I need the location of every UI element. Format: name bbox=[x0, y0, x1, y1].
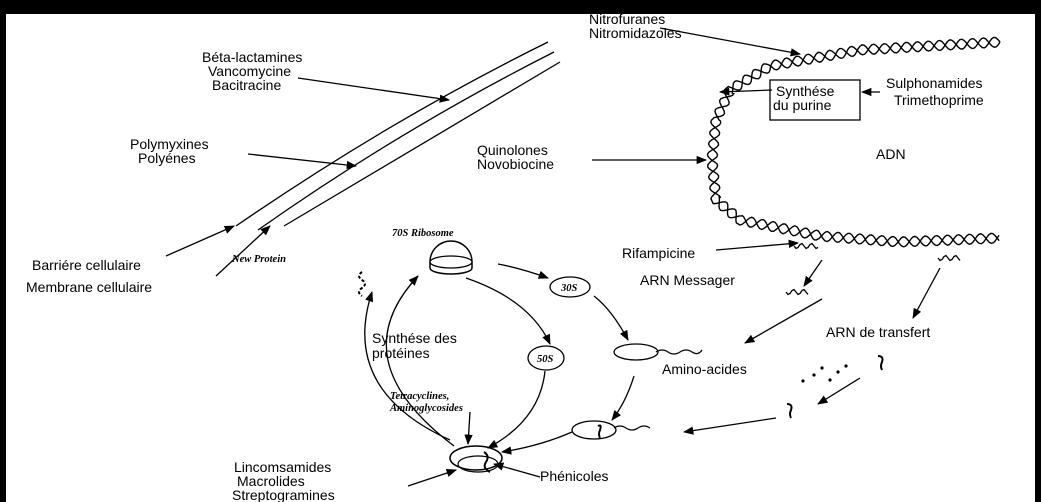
labels: Béta-lactamines Vancomycine Bacitracine … bbox=[26, 11, 984, 502]
label-membrane-cellulaire: Membrane cellulaire bbox=[26, 279, 152, 295]
label-tetracyclines: Tetracyclines, bbox=[390, 391, 449, 402]
amino-acid-dots bbox=[801, 364, 848, 383]
dna-strands bbox=[706, 36, 1001, 248]
dna-strand-2 bbox=[706, 37, 1001, 248]
label-aminoglycosides: Aminoglycosides bbox=[389, 403, 463, 414]
rna-squiggles bbox=[785, 242, 961, 296]
dna-strand-1 bbox=[706, 36, 1001, 248]
label-synthese-purine-1: Synthése bbox=[776, 83, 835, 99]
label-50s: 50S bbox=[537, 354, 554, 365]
label-70s-ribosome: 70S Ribosome bbox=[392, 228, 454, 239]
label-macrolides: Macrolides bbox=[237, 473, 305, 489]
arrows bbox=[165, 27, 941, 487]
label-new-protein: New Protein bbox=[231, 254, 286, 265]
purine-synthesis-box bbox=[769, 79, 861, 121]
rna-squiggle-2 bbox=[937, 254, 961, 262]
label-polymyxines: Polymyxines bbox=[130, 136, 209, 152]
label-nitrofuranes: Nitrofuranes bbox=[589, 11, 665, 27]
label-polyenes: Polyénes bbox=[138, 150, 196, 166]
subunit-50s-shape bbox=[527, 345, 565, 371]
label-nitromidazoles: Nitromidazoles bbox=[589, 25, 682, 41]
label-novobiocine: Novobiocine bbox=[477, 156, 554, 172]
cell-wall-curves bbox=[235, 41, 561, 231]
label-trimethoprime: Trimethoprime bbox=[894, 92, 984, 108]
label-synthese-purine-2: du purine bbox=[773, 97, 832, 113]
label-barriere-cellulaire: Barriére cellulaire bbox=[32, 257, 141, 273]
label-arn-de-transfert: ARN de transfert bbox=[826, 324, 930, 340]
label-synthese-proteines-2: protéines bbox=[372, 345, 430, 361]
label-amino-acides: Amino-acides bbox=[662, 361, 747, 377]
label-synthese-proteines-1: Synthése des bbox=[372, 330, 457, 346]
ribosome-mrna-complex bbox=[613, 343, 703, 361]
new-protein-chain bbox=[358, 271, 366, 297]
rna-squiggle-1 bbox=[793, 242, 819, 250]
label-bacitracine: Bacitracine bbox=[212, 77, 281, 93]
ribosome-70s-shape bbox=[429, 240, 473, 275]
label-sulphonamides: Sulphonamides bbox=[886, 75, 983, 91]
ribosome-bottom-shape bbox=[449, 445, 503, 473]
label-streptogramines: Streptogramines bbox=[232, 487, 335, 502]
ribosome-trna-complex bbox=[571, 420, 651, 440]
label-phenicoles: Phénicoles bbox=[540, 468, 609, 484]
label-quinolones: Quinolones bbox=[477, 142, 548, 158]
label-beta-lactamines: Béta-lactamines bbox=[202, 49, 302, 65]
subunit-30s-shape bbox=[549, 276, 591, 298]
label-rifampicine: Rifampicine bbox=[622, 245, 695, 261]
label-arn-messager: ARN Messager bbox=[640, 272, 735, 288]
label-vancomycine: Vancomycine bbox=[208, 63, 291, 79]
label-lincomsamides: Lincomsamides bbox=[234, 459, 331, 475]
rna-squiggle-3 bbox=[785, 288, 809, 296]
label-adn: ADN bbox=[876, 146, 906, 162]
trna-mark-1 bbox=[877, 355, 884, 371]
trna-mark-2 bbox=[786, 403, 793, 419]
label-30s: 30S bbox=[560, 283, 578, 294]
